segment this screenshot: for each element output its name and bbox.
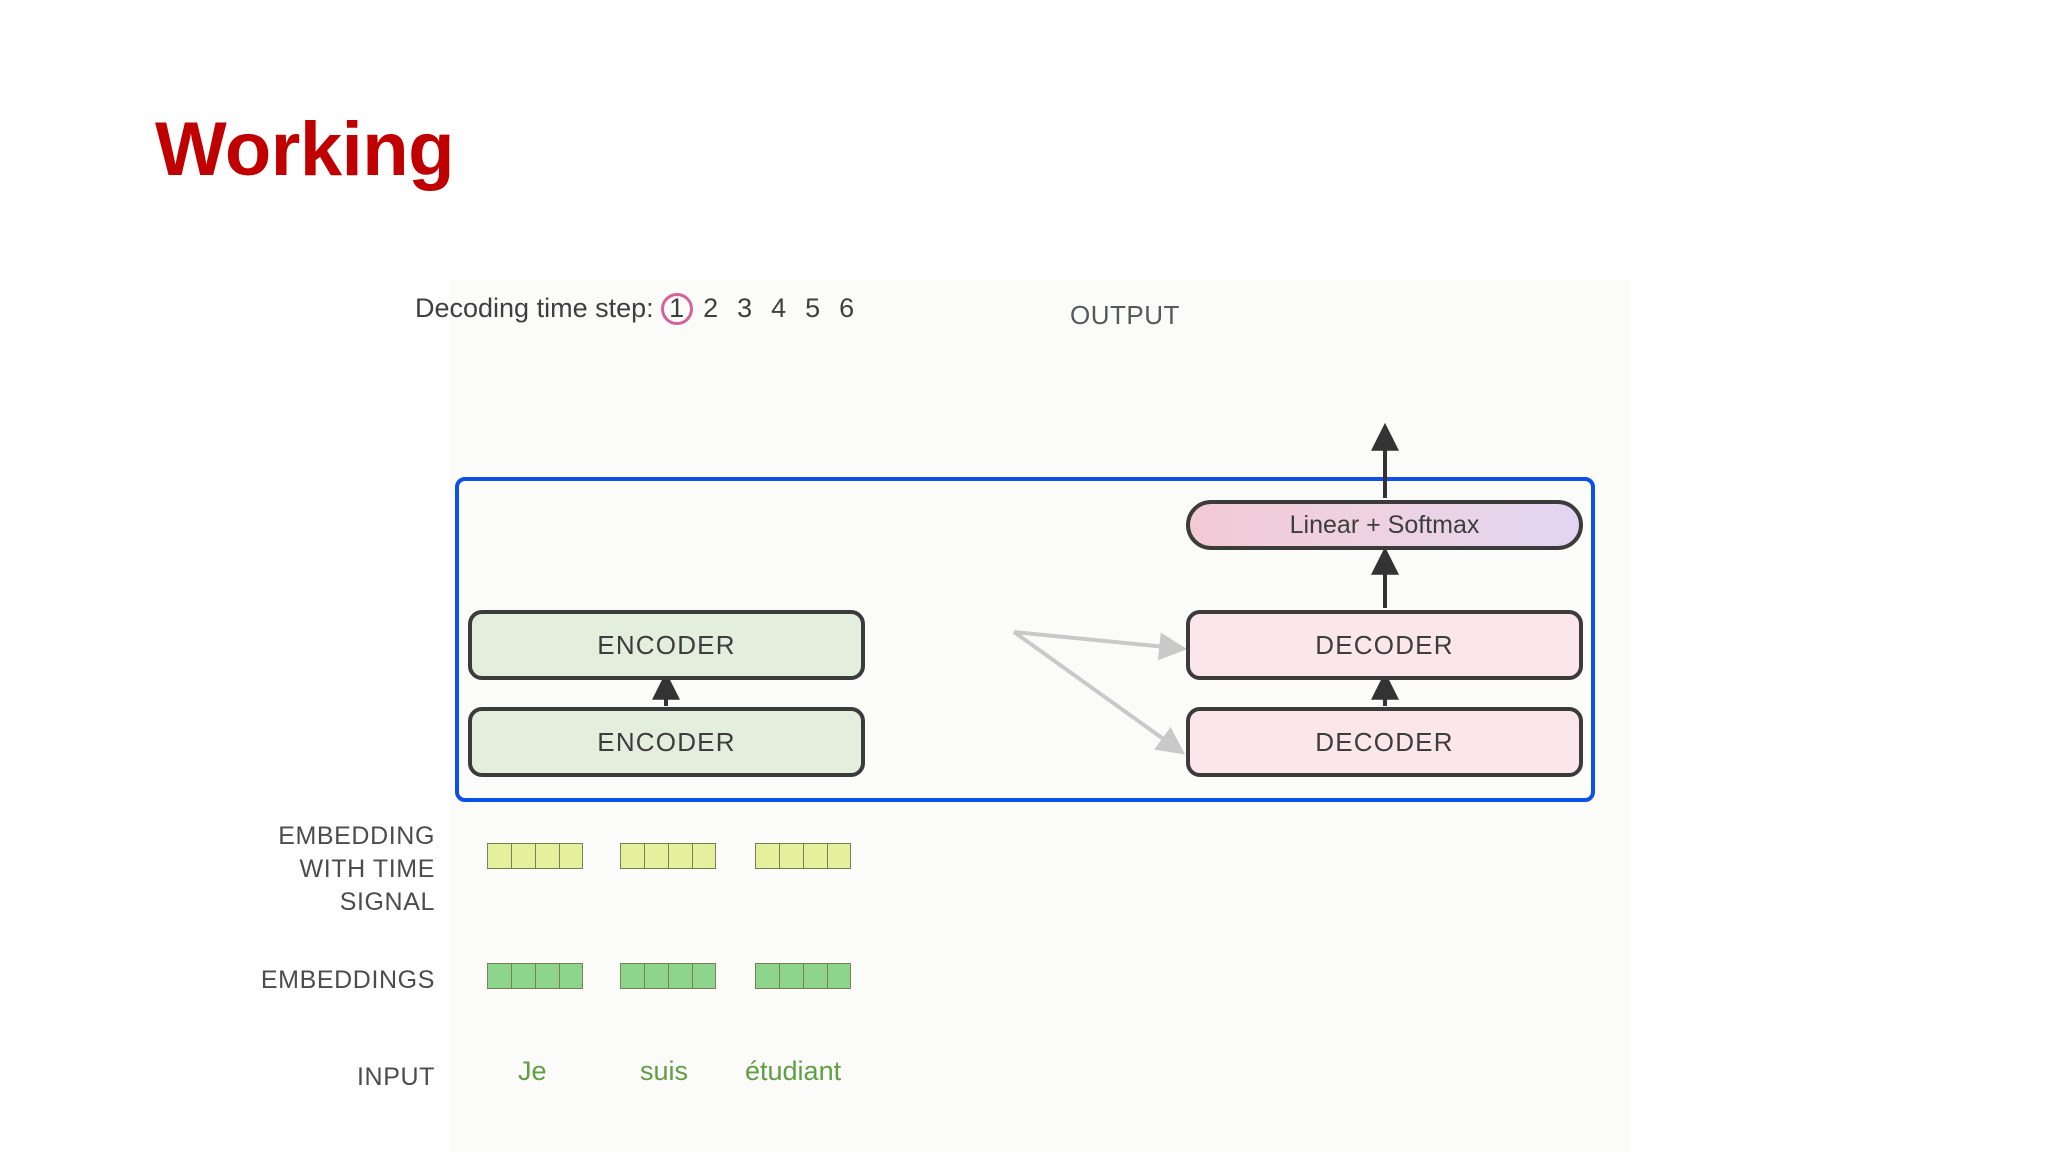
vector-cell bbox=[755, 843, 779, 869]
decoding-step-1[interactable]: 1 bbox=[660, 292, 694, 325]
label-line-2: WITH TIME bbox=[299, 855, 435, 883]
vector-cell bbox=[511, 963, 535, 989]
input-token-2: étudiant bbox=[745, 1056, 842, 1086]
decoding-step-3[interactable]: 3 bbox=[737, 293, 753, 323]
vector-cell bbox=[692, 843, 716, 869]
decoding-step-6[interactable]: 6 bbox=[839, 293, 855, 323]
vector-cell bbox=[755, 963, 779, 989]
label-line-1: EMBEDDING bbox=[278, 822, 435, 850]
decoding-step-5[interactable]: 5 bbox=[805, 293, 821, 323]
vector-cell bbox=[535, 963, 559, 989]
decoder-box-bottom[interactable]: DECODER bbox=[1186, 707, 1583, 777]
vector-cell bbox=[827, 963, 851, 989]
vector-cell bbox=[644, 843, 668, 869]
vector-cell bbox=[559, 963, 583, 989]
decoder-label: DECODER bbox=[1315, 726, 1454, 757]
time-signal-vector-0 bbox=[487, 843, 583, 869]
encoder-box-bottom[interactable]: ENCODER bbox=[468, 707, 865, 777]
decoding-step-2[interactable]: 2 bbox=[703, 293, 719, 323]
vector-cell bbox=[535, 843, 559, 869]
vector-cell bbox=[511, 843, 535, 869]
time-signal-vector-2 bbox=[755, 843, 851, 869]
vector-cell bbox=[779, 963, 803, 989]
time-signal-vector-1 bbox=[620, 843, 716, 869]
decoding-time-step-row: Decoding time step: 1 2 3 4 5 6 bbox=[415, 292, 864, 325]
transformer-model-container bbox=[455, 477, 1595, 802]
label-line-3: SIGNAL bbox=[339, 888, 435, 916]
embedding-vector-1 bbox=[620, 963, 716, 989]
label-embedding-with-time-signal: EMBEDDING WITH TIME SIGNAL bbox=[95, 820, 435, 919]
vector-cell bbox=[692, 963, 716, 989]
encoder-label: ENCODER bbox=[597, 629, 736, 660]
input-token-1: suis bbox=[640, 1056, 689, 1086]
vector-cell bbox=[644, 963, 668, 989]
embedding-vector-2 bbox=[755, 963, 851, 989]
vector-cell bbox=[487, 843, 511, 869]
output-label: OUTPUT bbox=[1070, 300, 1180, 330]
vector-cell bbox=[803, 963, 827, 989]
linear-softmax-box[interactable]: Linear + Softmax bbox=[1186, 500, 1583, 550]
vector-cell bbox=[559, 843, 583, 869]
decoding-time-step-label: Decoding time step: bbox=[415, 293, 654, 323]
vector-cell bbox=[668, 963, 692, 989]
linear-softmax-label: Linear + Softmax bbox=[1289, 510, 1480, 539]
decoder-label: DECODER bbox=[1315, 629, 1454, 660]
encoder-label: ENCODER bbox=[597, 726, 736, 757]
vector-cell bbox=[487, 963, 511, 989]
decoding-step-4[interactable]: 4 bbox=[771, 293, 787, 323]
vector-cell bbox=[620, 963, 644, 989]
vector-cell bbox=[827, 843, 851, 869]
vector-cell bbox=[779, 843, 803, 869]
page-title: Working bbox=[155, 107, 455, 192]
embedding-vector-0 bbox=[487, 963, 583, 989]
label-input: INPUT bbox=[357, 1063, 435, 1091]
vector-cell bbox=[803, 843, 827, 869]
vector-cell bbox=[620, 843, 644, 869]
encoder-box-top[interactable]: ENCODER bbox=[468, 610, 865, 680]
vector-cell bbox=[668, 843, 692, 869]
label-embeddings: EMBEDDINGS bbox=[260, 966, 435, 994]
input-token-0: Je bbox=[518, 1056, 547, 1086]
decoder-box-top[interactable]: DECODER bbox=[1186, 610, 1583, 680]
